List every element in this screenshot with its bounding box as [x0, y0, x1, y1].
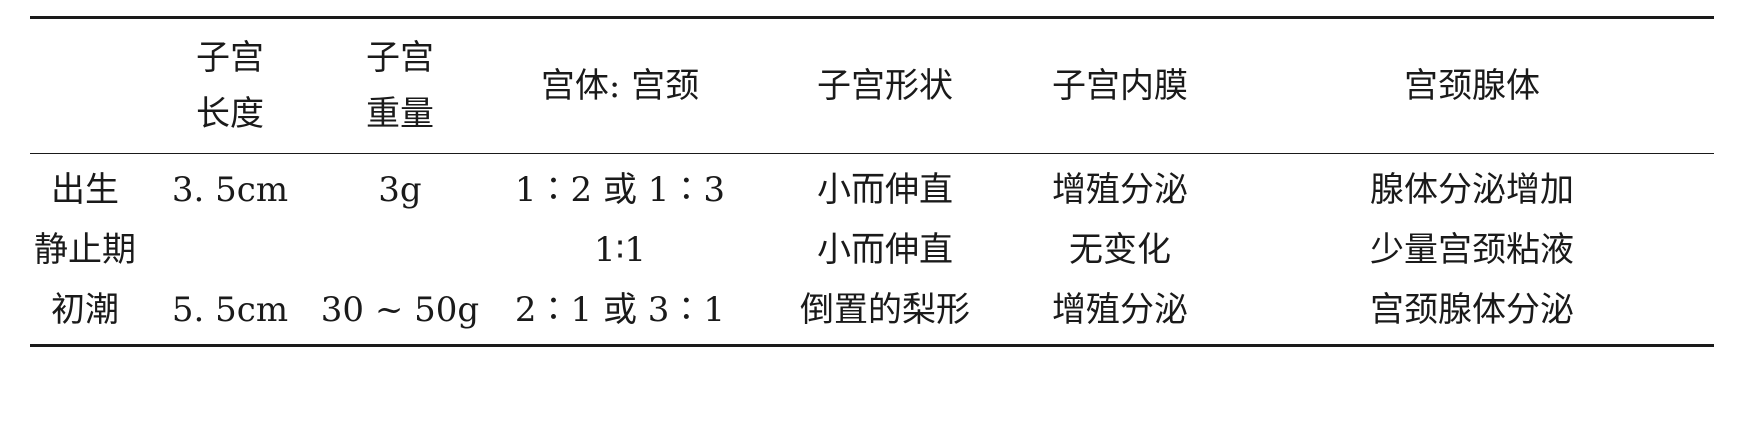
- header-line: 长度: [196, 94, 264, 134]
- header-line: 子宫形状: [817, 66, 953, 106]
- header-uterus-weight: 子宫 重量: [320, 18, 480, 154]
- header-line: 子宫: [196, 38, 264, 78]
- header-cervical-glands: 宫颈腺体: [1230, 18, 1714, 154]
- header-uterus-length: 子宫 长度: [140, 18, 320, 154]
- uterus-development-table: 子宫 长度 子宫 重量 宫体: 宫颈 子宫形状 子宫内膜 宫颈腺体: [30, 16, 1714, 347]
- cell-endometrium: 无变化: [1069, 230, 1171, 270]
- cell-weight: 3g: [378, 170, 422, 210]
- cell-shape: 小而伸直: [817, 170, 953, 210]
- cell-stage: 出生: [51, 170, 119, 210]
- table-row: 初潮 5. 5cm 30 ~ 50g 2∶1 或 3∶1 倒置的梨形 增殖分泌 …: [30, 280, 1714, 346]
- header-line: 子宫内膜: [1052, 66, 1188, 106]
- header-line: 重量: [366, 94, 434, 134]
- table-row: 静止期 1∶1 小而伸直 无变化 少量宫颈粘液: [30, 220, 1714, 280]
- cell-length: 5. 5cm: [171, 290, 289, 330]
- cell-endometrium: 增殖分泌: [1052, 170, 1188, 210]
- table-header-row: 子宫 长度 子宫 重量 宫体: 宫颈 子宫形状 子宫内膜 宫颈腺体: [30, 17, 1714, 154]
- header-line: 子宫: [366, 38, 434, 78]
- cell-length: [140, 220, 320, 280]
- cell-stage: 静止期: [34, 230, 136, 270]
- cell-endometrium: 增殖分泌: [1052, 290, 1188, 330]
- uterus-development-table-container: 子宫 长度 子宫 重量 宫体: 宫颈 子宫形状 子宫内膜 宫颈腺体: [30, 16, 1714, 347]
- header-body-cervix-ratio: 宫体: 宫颈: [480, 18, 760, 154]
- cell-ratio: 1∶2 或 1∶3: [514, 170, 726, 210]
- header-stage: [30, 18, 140, 154]
- cell-weight: 30 ~ 50g: [320, 290, 480, 330]
- cell-cervical-glands: 少量宫颈粘液: [1370, 230, 1574, 270]
- header-uterus-shape: 子宫形状: [760, 18, 1010, 154]
- cell-ratio: 2∶1 或 3∶1: [514, 290, 726, 330]
- cell-length: 3. 5cm: [171, 170, 289, 210]
- cell-cervical-glands: 宫颈腺体分泌: [1370, 290, 1574, 330]
- cell-weight: [320, 220, 480, 280]
- cell-ratio: 1∶1: [593, 230, 647, 270]
- cell-cervical-glands: 腺体分泌增加: [1370, 170, 1574, 210]
- table-row: 出生 3. 5cm 3g 1∶2 或 1∶3 小而伸直 增殖分泌 腺体分泌增加: [30, 154, 1714, 221]
- header-line: 宫颈腺体: [1404, 66, 1540, 106]
- cell-stage: 初潮: [51, 290, 119, 330]
- header-endometrium: 子宫内膜: [1010, 18, 1230, 154]
- cell-shape: 倒置的梨形: [800, 290, 970, 330]
- cell-shape: 小而伸直: [817, 230, 953, 270]
- header-line: 宫体: 宫颈: [540, 66, 700, 106]
